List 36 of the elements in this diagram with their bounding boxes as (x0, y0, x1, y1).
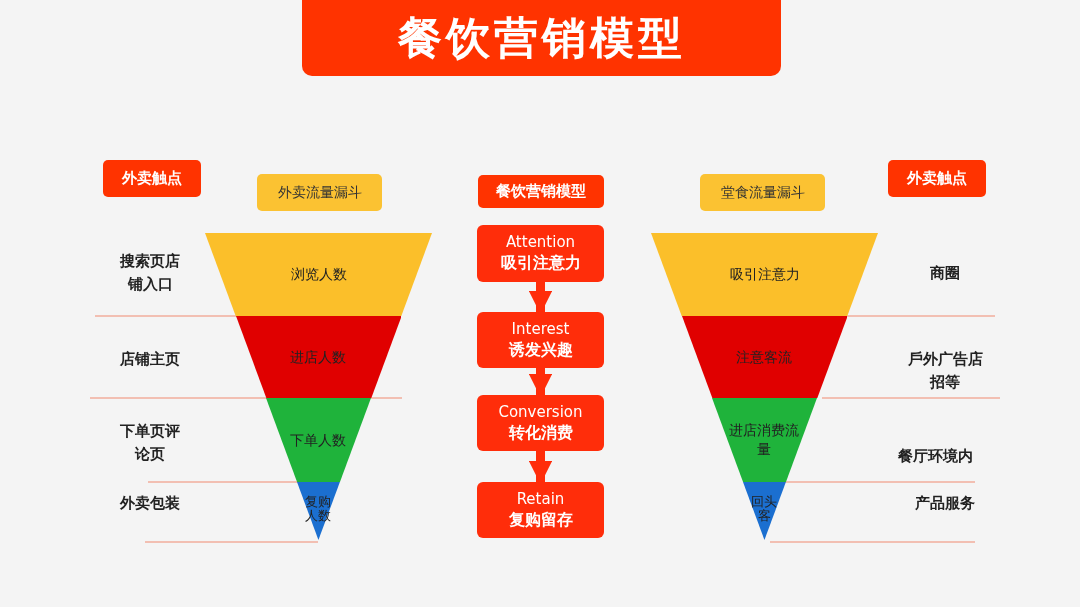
arrow (528, 282, 553, 315)
step-label: Retain (516, 489, 565, 508)
step-label: Attention (505, 233, 576, 251)
funnel-segment: 吸引注意力 (651, 233, 878, 316)
step-title: 转化消费 (508, 422, 573, 444)
process-box (477, 395, 604, 451)
process-box (477, 482, 604, 538)
touchpoint-label: 产品服务 (914, 493, 976, 514)
title-banner: 餐饮营销模型 (302, 0, 781, 76)
step-title: 诱发兴趣 (508, 339, 573, 361)
section-tag: 外卖触点 (103, 160, 201, 197)
funnel-segment: 回头客 (743, 482, 786, 540)
touchpoint-label: 店铺主页 (119, 349, 181, 370)
arrow (528, 368, 553, 398)
section-tag: 餐饮营销模型 (478, 175, 604, 208)
funnel-segment: 注意客流 (681, 316, 848, 398)
funnel-segment: 浏览人数 (205, 233, 432, 316)
step-title: 吸引注意力 (500, 253, 581, 274)
funnel-heading: 堂食流量漏斗 (700, 174, 825, 211)
arrow (528, 451, 553, 485)
step-label: Interest (511, 319, 570, 338)
touchpoint-label: 商圈 (929, 263, 961, 284)
funnel-segment: 进店人数 (235, 316, 402, 398)
touchpoint-label: 搜索页店铺入口 (119, 251, 181, 296)
process-box (477, 225, 604, 282)
process-box (477, 312, 604, 368)
funnel-segment: 下单人数 (266, 398, 371, 482)
touchpoint-label: 餐厅环境内 (896, 446, 974, 467)
funnel-segment: 进店消费流量 (712, 398, 817, 482)
touchpoint-label: 外卖包装 (119, 493, 181, 514)
touchpoint-label: 下单页评论页 (119, 421, 181, 466)
section-tag: 外卖触点 (888, 160, 986, 197)
funnel-heading: 外卖流量漏斗 (257, 174, 382, 211)
touchpoint-label: 戶外广告店招等 (906, 349, 984, 394)
step-title: 复购留存 (508, 509, 573, 531)
step-label: Conversion (498, 402, 583, 421)
